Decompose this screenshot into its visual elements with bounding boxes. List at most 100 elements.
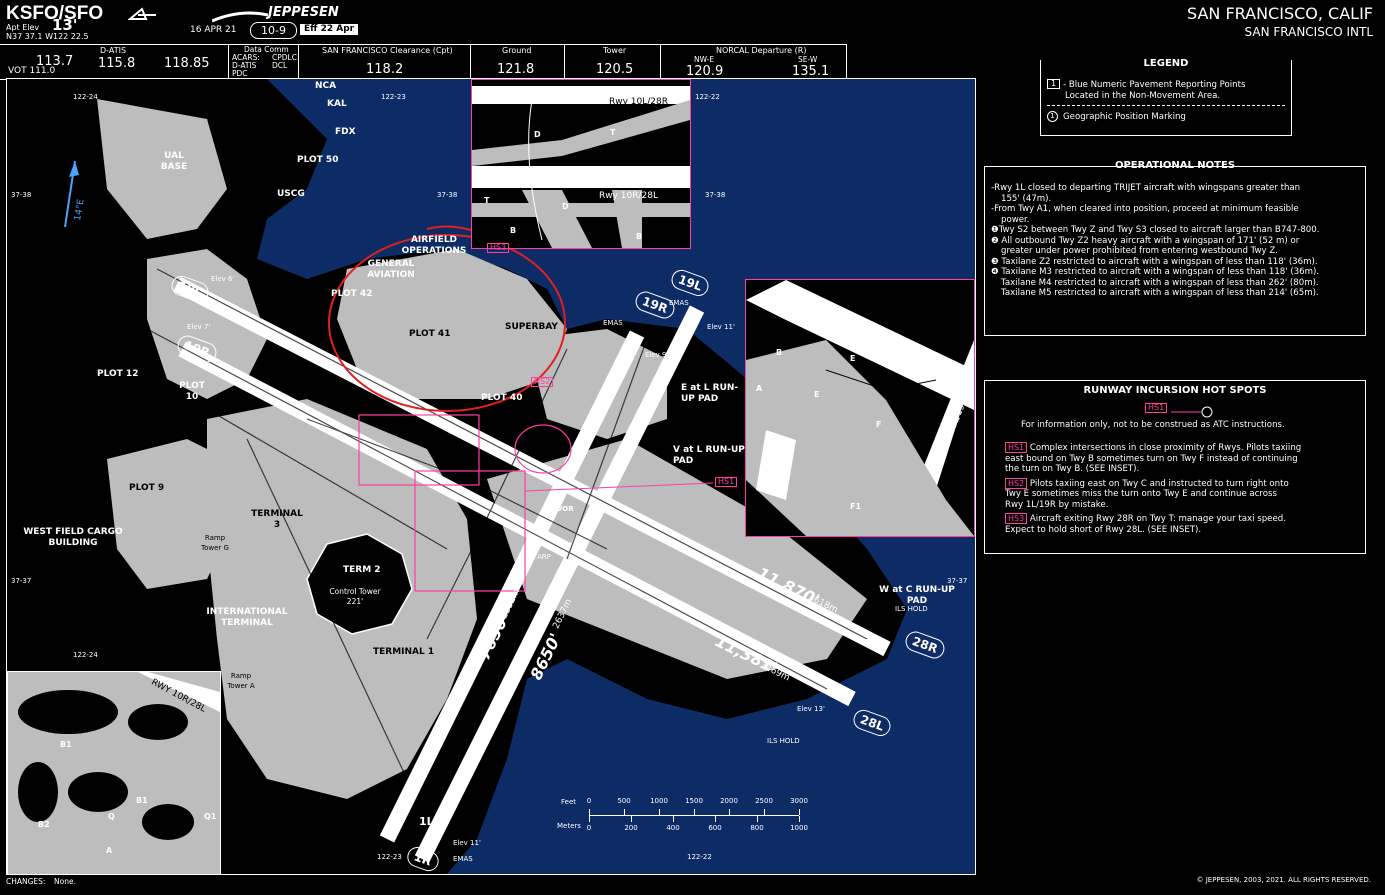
operational-note-line: -Rwy 1L closed to departing TRIJET aircr… bbox=[991, 183, 1301, 193]
inset-top-rwy-b: Rwy 10R/28L bbox=[598, 191, 658, 201]
jeppesen-logo-icon bbox=[127, 6, 158, 20]
hotspot-tag-hs2: HS2 bbox=[531, 377, 554, 387]
effective-date: Eff 22 Apr bbox=[300, 24, 359, 35]
inset-top: Rwy 10L/28R Rwy 10R/28L D T T B D B bbox=[471, 79, 691, 249]
scale-tick-label: 2000 bbox=[720, 797, 738, 805]
taxiway-centerline bbox=[206, 408, 448, 550]
kal-label: KAL bbox=[327, 99, 347, 109]
vor-label: VOR bbox=[557, 505, 574, 513]
scale-tick-label: 200 bbox=[624, 824, 638, 832]
airport-diagram: Rwy 10L/28R Rwy 10R/28L D T T B D B RWY … bbox=[6, 78, 976, 875]
legend-title: LEGEND bbox=[1041, 59, 1291, 69]
lon-label: 122-23 bbox=[381, 93, 406, 101]
divider bbox=[298, 45, 299, 79]
nca-label: NCA bbox=[315, 81, 337, 91]
hotspot-tag-hs3: HS3 bbox=[487, 243, 510, 253]
ils-hold-label: ILS HOLD bbox=[767, 737, 800, 745]
hotspot-text: Complex intersections in close proximity… bbox=[1027, 443, 1302, 453]
elev-label: Elev 11' bbox=[453, 839, 481, 847]
uscg-label: USCG bbox=[277, 189, 305, 199]
taxiway-label: D bbox=[534, 130, 541, 139]
plot40-label: PLOT 40 bbox=[481, 393, 523, 403]
vot-label: VOT 111.0 bbox=[8, 66, 56, 76]
changes-label: CHANGES: bbox=[6, 877, 46, 886]
info-panel: LEGEND 1 - Blue Numeric Pavement Reporti… bbox=[976, 44, 1385, 884]
north-arrow-icon bbox=[57, 159, 87, 229]
scale-tick-label: 2500 bbox=[755, 797, 773, 805]
hotspot-text: Pilots taxiing east on Twy C and instruc… bbox=[1027, 478, 1289, 489]
hotspot-id: HS2 bbox=[1005, 477, 1028, 489]
runway-1l-19r bbox=[379, 330, 645, 843]
plot9-label: PLOT 9 bbox=[129, 483, 165, 493]
intl-terminal-label: INTERNATIONAL TERMINAL bbox=[206, 607, 288, 628]
inset-right: RWY 10R/28L RWY 1L/19R B E A E F F1 bbox=[745, 279, 975, 537]
terminal1-label: TERMINAL 1 bbox=[373, 647, 435, 657]
plot10-label: PLOT 10 bbox=[179, 381, 205, 402]
operational-note-line: ❶Twy S2 between Twy Z and Twy S3 closed … bbox=[991, 225, 1320, 235]
scale-tick-label: 600 bbox=[708, 824, 722, 832]
operational-note-line: -From Twy A1, when cleared into position… bbox=[991, 204, 1299, 214]
scale-tick bbox=[799, 809, 800, 815]
plot41-label: PLOT 41 bbox=[409, 329, 451, 339]
datacomm-label: Data Comm bbox=[244, 45, 289, 54]
apt-elev-value: 13' bbox=[52, 16, 78, 34]
operational-note-line: Taxilane M4 restricted to aircraft with … bbox=[1001, 277, 1319, 288]
taxiway-centerline bbox=[246, 438, 408, 780]
scale-tick-label: 500 bbox=[617, 797, 631, 805]
ils-hold-label: ILS HOLD bbox=[895, 605, 928, 613]
frequency-bar: 113.7 VOT 111.0 D-ATIS 115.8 118.85 Data… bbox=[0, 44, 847, 80]
airport-name: SAN FRANCISCO INTL bbox=[1244, 25, 1373, 39]
chart-number: 10-9 bbox=[250, 22, 297, 39]
taxiway-label: A bbox=[106, 846, 113, 855]
datis-freq-2: 118.85 bbox=[164, 56, 210, 71]
jeppesen-swoosh-icon bbox=[211, 8, 269, 23]
west-field-label: WEST FIELD CARGO BUILDING bbox=[23, 527, 123, 548]
scale-tick bbox=[589, 809, 590, 815]
airfield-ops-label: AIRFIELD OPERATIONS bbox=[401, 235, 467, 256]
taxiway-centerline bbox=[306, 418, 608, 550]
w-runup-label: W at C RUN-UP PAD bbox=[879, 585, 955, 606]
clearance-label: SAN FRANCISCO Clearance (Cpt) bbox=[322, 46, 453, 55]
hot-spots-title: RUNWAY INCURSION HOT SPOTS bbox=[1083, 385, 1267, 396]
sew-freq: 135.1 bbox=[792, 64, 830, 79]
datis-freq-1: 115.8 bbox=[98, 56, 136, 71]
cpdlc-value: DCL bbox=[272, 61, 288, 70]
taxiway-centerline bbox=[146, 328, 828, 690]
hot-spots-info: For information only, not to be construe… bbox=[1021, 420, 1285, 430]
hotspot-tag-hs1: HS1 bbox=[715, 477, 738, 487]
divider bbox=[470, 45, 471, 79]
clearance-freq: 118.2 bbox=[366, 62, 404, 77]
ground-label: Ground bbox=[502, 46, 532, 55]
taxiway-label: B bbox=[636, 232, 643, 241]
datis-label: D-ATIS bbox=[100, 46, 127, 55]
divider bbox=[660, 45, 661, 79]
operational-note-line: greater under power prohibited from ente… bbox=[1001, 246, 1278, 256]
terminal3-label: TERMINAL 3 bbox=[251, 509, 303, 530]
taxiway-label: B1 bbox=[60, 740, 72, 749]
hotspot-text: east bound on Twy B sometimes turn on Tw… bbox=[1005, 453, 1298, 464]
lon-label: 122-24 bbox=[73, 651, 98, 659]
fdx-label: FDX bbox=[335, 127, 356, 137]
superbay-label: SUPERBAY bbox=[505, 322, 558, 332]
elev-label: Elev 9' bbox=[645, 351, 669, 359]
taxiway-label: F1 bbox=[850, 502, 862, 511]
sew-label: SE-W bbox=[798, 55, 818, 64]
hot-spot-item: HS3 Aircraft exiting Rwy 28R on Twy T: m… bbox=[1005, 513, 1361, 535]
apt-elev-label: Apt Elev bbox=[6, 23, 40, 32]
legend-divider bbox=[1047, 105, 1285, 106]
publisher-name: JEPPESEN bbox=[268, 5, 339, 20]
operational-notes-box: OPERATIONAL NOTES -Rwy 1L closed to depa… bbox=[984, 161, 1366, 336]
scale-tick bbox=[589, 816, 590, 822]
scale-line bbox=[589, 815, 799, 816]
scale-tick-label: 0 bbox=[586, 824, 592, 832]
scale-tick-label: 1500 bbox=[685, 797, 703, 805]
scale-meters-label: Meters bbox=[557, 822, 581, 830]
lat-label: 37-38 bbox=[437, 191, 458, 199]
hotspot-text: Expect to hold short of Rwy 28L. (SEE IN… bbox=[1005, 524, 1202, 535]
hotspot-box-hs1 bbox=[414, 470, 526, 592]
legend-marker-square: 1 bbox=[1047, 79, 1061, 89]
tower-label: Tower bbox=[603, 46, 627, 55]
taxiway-label: B2 bbox=[38, 820, 50, 829]
